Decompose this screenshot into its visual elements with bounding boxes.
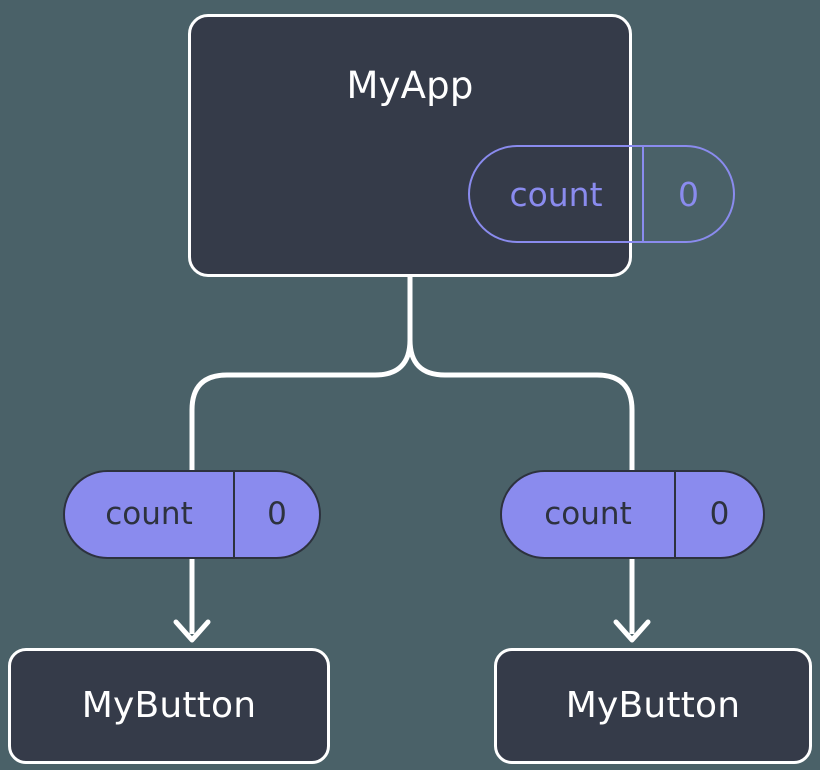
prop-pill-key: count (105, 496, 193, 532)
prop-pill-key: count (544, 496, 632, 532)
state-pill-myapp-count[interactable]: count 0 (468, 145, 735, 243)
component-node-mybutton-right[interactable]: MyButton (494, 648, 812, 764)
component-node-mybutton-left[interactable]: MyButton (8, 648, 330, 764)
branch-connector-path-right (407, 274, 635, 481)
prop-arrow-left-head (173, 619, 211, 643)
component-label-mybutton: MyButton (81, 685, 257, 726)
component-label-myapp: MyApp (346, 64, 474, 107)
component-node-myapp[interactable]: MyApp count 0 (188, 14, 735, 277)
prop-pill-value: 0 (233, 472, 319, 557)
prop-pill-left-count[interactable]: count 0 (63, 470, 321, 559)
prop-pill-value: 0 (674, 472, 763, 557)
prop-pill-right-count[interactable]: count 0 (500, 470, 765, 559)
branch-connector-path (189, 274, 413, 481)
component-label-mybutton: MyButton (565, 685, 741, 726)
prop-arrow-right-head (613, 619, 651, 643)
state-pill-value: 0 (642, 147, 733, 241)
state-pill-key: count (509, 174, 603, 214)
